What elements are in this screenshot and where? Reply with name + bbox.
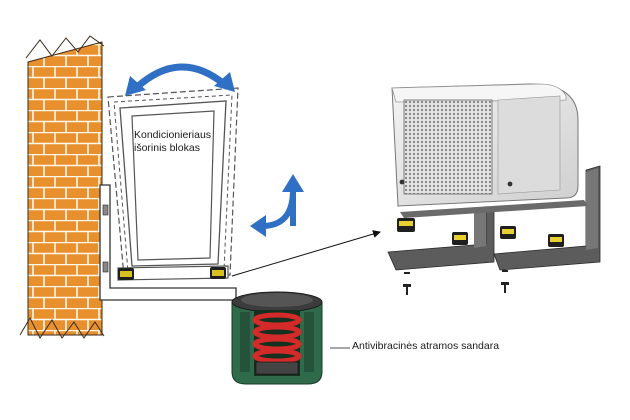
wall-bracket [99, 184, 237, 301]
pointer-arrow-icon [231, 230, 381, 277]
outdoor-unit-outline [107, 87, 239, 281]
tilt-arrow-icon [250, 174, 304, 237]
outdoor-unit-3d [391, 83, 579, 207]
damper-cutaway [231, 291, 323, 385]
unit-label: Kondicionieriaus išorinis blokas [134, 129, 230, 155]
anti-vibration-pads [397, 218, 564, 247]
support-brackets [387, 165, 601, 271]
damper-label: Antivibracinės atramos sandara [352, 340, 500, 352]
brick-wall [19, 35, 105, 339]
unit-label-line2: išorinis blokas [134, 142, 200, 154]
screw-icon [403, 270, 509, 295]
unit-label-line1: Kondicionieriaus [134, 129, 212, 141]
rotate-arrow-icon [125, 63, 235, 96]
unit-feet [118, 267, 226, 280]
